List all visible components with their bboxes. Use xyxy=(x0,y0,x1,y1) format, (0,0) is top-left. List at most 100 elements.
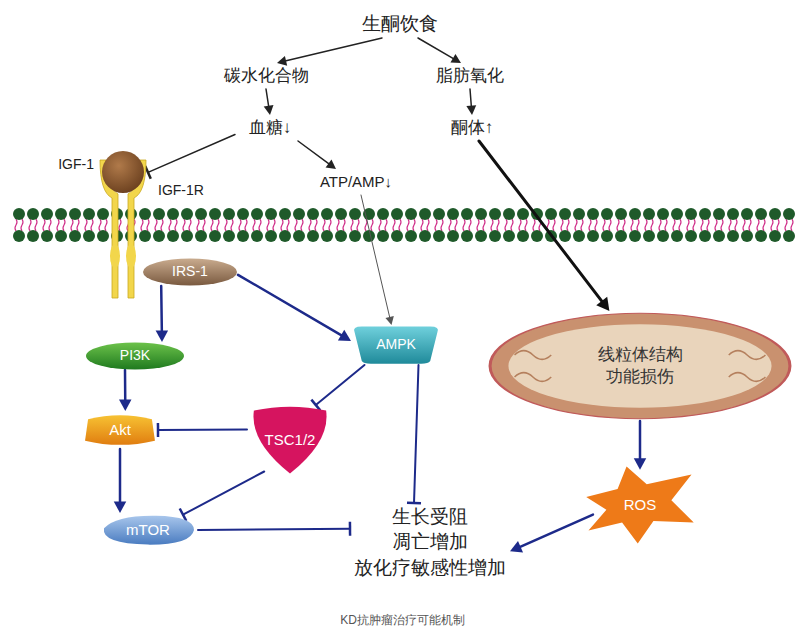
igf1-receptor-drawing xyxy=(98,148,148,300)
arrowhead xyxy=(510,541,523,552)
node-text: Akt xyxy=(109,421,131,440)
connector-line xyxy=(119,449,122,503)
node-text: 酮体↑ xyxy=(451,117,494,138)
node-text: 脂肪氧化 xyxy=(436,65,504,86)
connector xyxy=(119,370,131,411)
node-text: 生酮饮食 xyxy=(362,12,438,36)
node-content: TSC1/2 xyxy=(247,405,333,475)
connector xyxy=(311,365,364,410)
connector-line xyxy=(238,275,342,336)
metabolite-label: 血糖↓ xyxy=(235,115,305,141)
ampk-shape: AMPK xyxy=(351,325,441,365)
arrowhead xyxy=(450,54,461,63)
figure-caption: KD抗肿瘤治疗可能机制 xyxy=(0,612,805,629)
connector-line xyxy=(414,365,419,503)
connector-line xyxy=(520,515,593,548)
mtor-shape: mTOR xyxy=(98,513,198,547)
arrowhead xyxy=(466,105,476,115)
nutrient-label: 脂肪氧化 xyxy=(425,63,515,89)
node-content: 血糖↓ xyxy=(235,115,305,141)
node-content: 线粒体结构 功能损伤 xyxy=(487,311,793,421)
connector-line xyxy=(479,141,602,302)
arrowhead xyxy=(634,458,647,470)
inhibition-bar xyxy=(407,502,421,505)
connector xyxy=(298,141,336,169)
connector-line xyxy=(470,89,471,107)
connector-line xyxy=(316,365,365,405)
connector xyxy=(156,286,168,342)
arrowhead xyxy=(119,399,131,411)
node-content: 碳水化合物 xyxy=(211,63,321,89)
arrowhead xyxy=(596,297,609,311)
connector xyxy=(114,449,127,513)
node-text: AMPK xyxy=(376,336,416,354)
node-content: AMPK xyxy=(351,325,441,365)
mitochondrion-outline xyxy=(487,311,793,421)
outcome-text: 生长受阻 凋亡增加 放化疗敏感性增加 xyxy=(350,503,510,581)
connector-line xyxy=(148,135,235,173)
metabolite-label: 酮体↑ xyxy=(437,115,507,141)
arrowhead xyxy=(385,316,393,325)
node-text: TSC1/2 xyxy=(265,431,316,450)
node-content: Akt xyxy=(82,411,158,449)
connector xyxy=(277,38,382,66)
akt-shape: Akt xyxy=(82,411,158,449)
connector-line xyxy=(361,195,390,318)
connector-line xyxy=(285,38,382,61)
ros-star: ROS xyxy=(584,465,696,545)
node-content: 脂肪氧化 xyxy=(425,63,515,89)
node-content: ATP/AMP↓ xyxy=(306,169,406,195)
irs1-ellipse: IRS-1 xyxy=(142,258,238,286)
connector-line xyxy=(298,141,329,164)
connector-line xyxy=(183,472,264,515)
connector xyxy=(198,522,350,536)
node-text: 血糖↓ xyxy=(249,117,292,138)
pi3k-ellipse: PI3K xyxy=(85,342,185,370)
node-content: mTOR xyxy=(98,513,198,547)
connector-line xyxy=(639,421,642,459)
node-content: PI3K xyxy=(85,342,185,370)
node-content: 生长受阻 凋亡增加 放化疗敏感性增加 xyxy=(350,503,510,581)
node-text: 生长受阻 凋亡增加 放化疗敏感性增加 xyxy=(354,504,506,579)
node-content: 酮体↑ xyxy=(437,115,507,141)
connector xyxy=(510,515,593,553)
node-text: 碳水化合物 xyxy=(224,65,309,86)
diet-label: 生酮饮食 xyxy=(355,10,445,38)
connector xyxy=(479,141,609,311)
node-text: ROS xyxy=(624,496,657,515)
arrowhead xyxy=(338,330,351,341)
connector xyxy=(264,89,274,115)
node-text: ATP/AMP↓ xyxy=(320,173,392,192)
connector xyxy=(466,89,476,115)
receptor-label: IGF-1R xyxy=(158,182,204,200)
connector xyxy=(418,38,461,63)
inhibition-bar xyxy=(157,423,160,437)
mitochondrion: 线粒体结构 功能损伤 xyxy=(487,311,793,421)
connector xyxy=(361,195,394,325)
connector xyxy=(158,423,247,437)
node-content: 生酮饮食 xyxy=(355,10,445,38)
receptor-label: IGF-1 xyxy=(58,156,94,174)
connector-line xyxy=(266,89,269,107)
node-text: IRS-1 xyxy=(172,263,208,281)
connector-line xyxy=(160,286,163,332)
node-content: IRS-1 xyxy=(142,258,238,286)
connector xyxy=(634,421,647,470)
connector xyxy=(145,135,235,179)
connector xyxy=(238,275,351,341)
arrowhead xyxy=(277,56,287,66)
arrowhead xyxy=(114,502,127,514)
arrowhead xyxy=(156,330,168,342)
node-content: ROS xyxy=(584,465,696,545)
node-text: PI3K xyxy=(120,347,150,365)
nutrient-label: 碳水化合物 xyxy=(211,63,321,89)
connector xyxy=(180,472,264,521)
connector-line xyxy=(124,370,127,401)
inhibition-bar xyxy=(349,522,352,536)
energy-ratio-label: ATP/AMP↓ xyxy=(306,169,406,195)
connector-line xyxy=(198,529,350,530)
connector-line xyxy=(158,429,247,432)
tsc-shield: TSC1/2 xyxy=(247,405,333,475)
igf1-receptor: IGF-1IGF-1R xyxy=(98,148,148,300)
